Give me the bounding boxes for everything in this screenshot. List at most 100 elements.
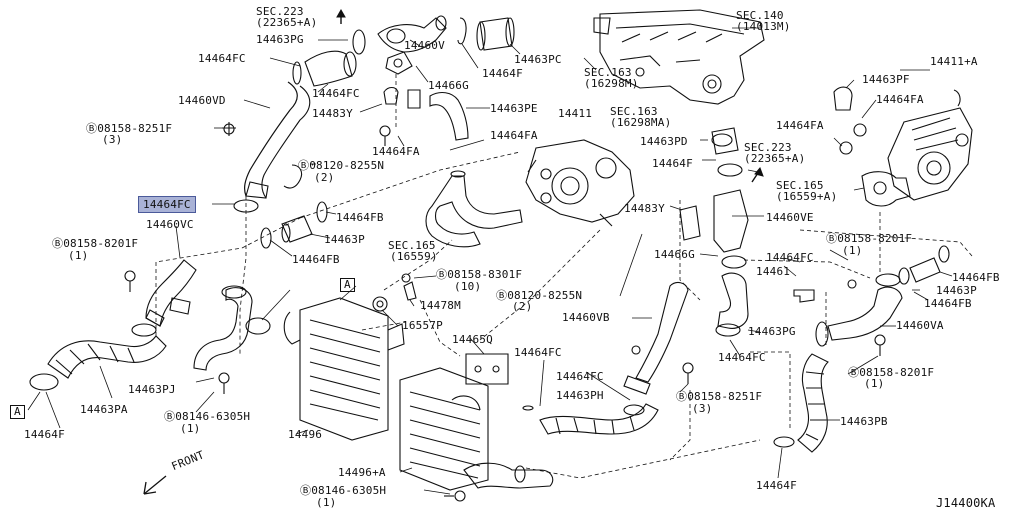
label-14465Q: 14465Q (452, 333, 493, 346)
label-sec140-sub: (14013M) (736, 20, 791, 33)
hose-14463PA (47, 335, 167, 379)
pipe-14460VD (244, 81, 298, 197)
bolt-marker-icon: Ⓑ (164, 410, 176, 423)
pipe-sec165-right (861, 171, 911, 207)
pipe-14460VC (145, 259, 197, 327)
label-14464FC-7: 14464FC (556, 370, 604, 383)
label-14460VD: 14460VD (178, 94, 226, 107)
label-14463PD: 14463PD (640, 135, 688, 148)
up-arrow-icon (336, 8, 764, 183)
label-14463P-1: 14463P (324, 233, 365, 246)
diagram-code: J14400KA (936, 496, 996, 510)
label-14463PF: 14463PF (862, 73, 910, 86)
label-14464FB-4: 14464FB (924, 297, 972, 310)
label-08120-8255N-top-qty: (2) (314, 171, 335, 184)
label-sec163-top-sub: (16298M) (584, 77, 639, 90)
bolt-marker-icon: Ⓑ (496, 289, 508, 302)
label-08158-8251F-left-qty: (3) (102, 133, 123, 146)
bolt-marker-icon: Ⓑ (86, 122, 98, 135)
label-14460V: 14460V (404, 39, 445, 52)
label-14466G-right: 14466G (654, 248, 695, 261)
label-14464FC-4: 14464FC (766, 251, 814, 264)
label-08158-8201F-right2-qty: (1) (864, 377, 885, 390)
label-14463PJ: 14463PJ (128, 383, 176, 396)
label-14464FC-2: 14464FC (312, 87, 360, 100)
hose-14463PH (539, 403, 659, 435)
label-sec165-center: SEC.165 (388, 239, 436, 252)
label-14464FC-5: 14464FC (718, 351, 766, 364)
label-08120-8255N-mid: Ⓑ08120-8255N (496, 289, 583, 302)
label-08158-8251F-left: Ⓑ08158-8251F (86, 122, 173, 135)
label-14460VB: 14460VB (562, 311, 610, 324)
label-14464FC-highlighted[interactable]: 14464FC (138, 196, 196, 213)
bracket-14465Q (465, 353, 509, 385)
label-14464F-top: 14464F (482, 67, 523, 80)
label-14464F-mid: 14464F (652, 157, 693, 170)
label-08158-8251F-right-qty: (3) (692, 402, 713, 415)
label-14464FC-1: 14464FC (198, 52, 246, 65)
label-14411A: 14411+A (930, 55, 978, 68)
pipe-14460VA (827, 286, 903, 341)
label-14460VC: 14460VC (146, 218, 194, 231)
label-08120-8255N-top: Ⓑ08120-8255N (298, 159, 385, 172)
label-14460VE: 14460VE (766, 211, 814, 224)
label-14483Y-right: 14483Y (624, 202, 665, 215)
label-08158-8301F-qty: (10) (454, 280, 482, 293)
label-14463PG-top: 14463PG (256, 33, 304, 46)
label-14463PA: 14463PA (80, 403, 128, 416)
label-14466G-top: 14466G (428, 79, 469, 92)
label-14461: 14461 (756, 265, 791, 278)
hose-14463PJ (193, 287, 253, 371)
label-sec165-right: SEC.165 (776, 179, 824, 192)
label-14496: 14496 (288, 428, 323, 441)
label-14464FA-mid: 14464FA (490, 129, 538, 142)
label-08158-8201F-left-qty: (1) (68, 249, 89, 262)
label-sec165-right-sub: (16559+A) (776, 190, 838, 203)
turbo-14411 (525, 139, 635, 223)
bracket-14461 (793, 289, 815, 303)
label-14463P-2: 14463P (936, 284, 977, 297)
hose-14463PE (429, 91, 469, 141)
ref-marker-a-top: A (340, 278, 355, 292)
label-08158-8201F-right: Ⓑ08158-8201F (826, 232, 913, 245)
intercooler-14496A (399, 367, 489, 491)
bolt-marker-icon: Ⓑ (300, 484, 312, 497)
label-14464FB-3: 14464FB (952, 271, 1000, 284)
label-14464FA-center: 14464FA (372, 145, 420, 158)
gasket-14466G-top (385, 51, 413, 75)
ref-marker-a-left: A (10, 405, 25, 419)
label-sec223-mid: SEC.223 (744, 141, 792, 154)
bolt-marker-icon: Ⓑ (298, 159, 310, 172)
label-14411-center: 14411 (558, 107, 593, 120)
label-14483Y-left: 14483Y (312, 107, 353, 120)
label-08146-6305H-bottom: Ⓑ08146-6305H (300, 484, 387, 497)
label-08146-6305H-left: Ⓑ08146-6305H (164, 410, 251, 423)
hose-14463PG-right (717, 272, 749, 329)
hose-14463P-left (281, 215, 313, 243)
label-14463PB: 14463PB (840, 415, 888, 428)
bolt-marker-icon: Ⓑ (826, 232, 838, 245)
bolt-marker-icon: Ⓑ (52, 237, 64, 250)
pipe-14460VB (635, 281, 689, 383)
label-sec223-mid-sub: (22365+A) (744, 152, 806, 165)
label-08158-8201F-left: Ⓑ08158-8201F (52, 237, 139, 250)
label-14463PE: 14463PE (490, 102, 538, 115)
label-14463PH: 14463PH (556, 389, 604, 402)
label-14478M: 14478M (420, 299, 461, 312)
label-14463PC: 14463PC (514, 53, 562, 66)
intake-manifold (599, 9, 765, 105)
turbo-14411A (887, 107, 973, 201)
label-16557P: 16557P (402, 319, 443, 332)
label-14464FA-right-b: 14464FA (776, 119, 824, 132)
label-08158-8201F-right2: Ⓑ08158-8201F (848, 366, 935, 379)
label-14464FA-right-a: 14464FA (876, 93, 924, 106)
label-sec163-top: SEC.163 (584, 66, 632, 79)
label-sec163-mid-sub: (16298MA) (610, 116, 672, 129)
label-08146-6305H-bottom-qty: (1) (316, 496, 337, 509)
label-sec140: SEC.140 (736, 9, 784, 22)
label-sec165-center-sub: (16559) (390, 250, 438, 263)
label-08158-8301F: Ⓑ08158-8301F (436, 268, 523, 281)
bolt-marker-icon: Ⓑ (676, 390, 688, 403)
label-14464FB-1: 14464FB (336, 211, 384, 224)
